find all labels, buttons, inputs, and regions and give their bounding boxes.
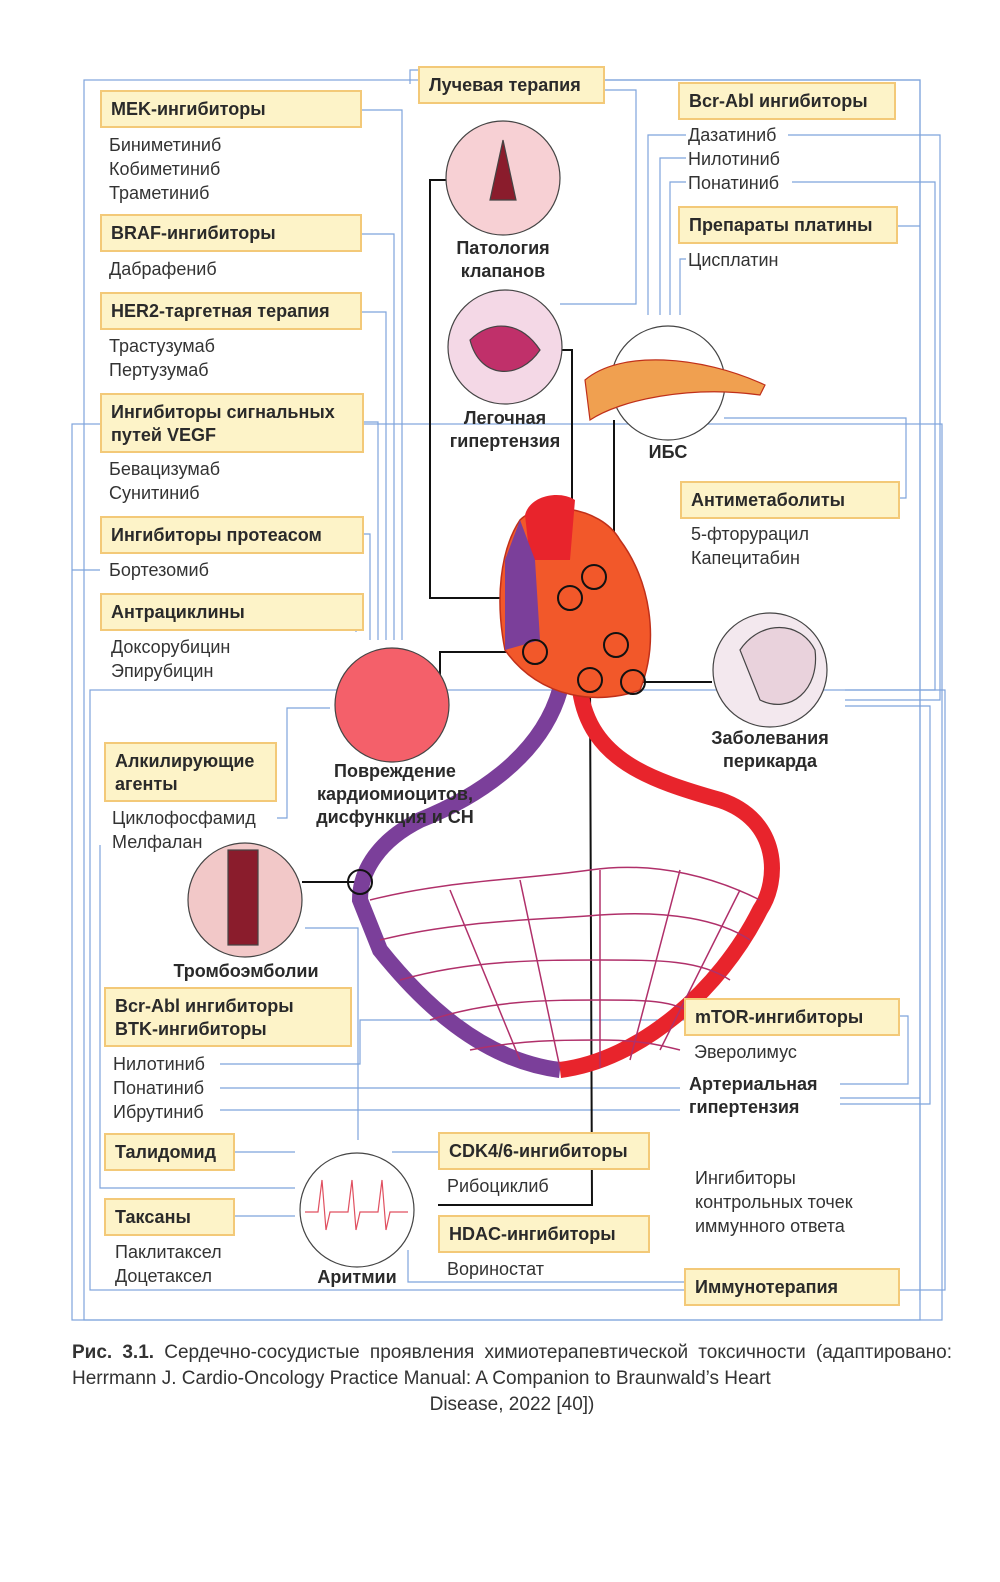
hdac-inhibitors-box: HDAC-ингибиторы bbox=[438, 1215, 650, 1253]
mtor-drug-list: Эверолимус bbox=[694, 1040, 797, 1064]
bcr-btk-inhibitors-box: Bcr-Abl ингибиторы BTK-ингибиторы bbox=[104, 987, 352, 1047]
pulmonary-hypertension-label: Легочная гипертензия bbox=[449, 408, 561, 451]
drug-item: Кобиметиниб bbox=[109, 159, 221, 179]
cardiomyocyte-illustration-icon bbox=[334, 647, 450, 763]
vegf-drug-list: Бевацизумаб Сунитиниб bbox=[109, 457, 220, 505]
drug-item: Трастузумаб bbox=[109, 336, 215, 356]
drug-item: Вориностат bbox=[447, 1259, 544, 1279]
drug-item: Мелфалан bbox=[112, 832, 203, 852]
platinum-drugs-box: Препараты платины bbox=[678, 206, 898, 244]
thromboembolism-label: Тромбоэмболии bbox=[173, 961, 319, 981]
immunotherapy-box: Иммунотерапия bbox=[684, 1268, 900, 1306]
drug-item: Биниметиниб bbox=[109, 135, 222, 155]
radiation-therapy-box: Лучевая терапия bbox=[418, 66, 605, 104]
vein-icon bbox=[351, 687, 568, 1078]
thalidomide-box: Талидомид bbox=[104, 1133, 235, 1171]
figure-caption: Рис. 3.1. Сердечно-сосудистые проявления… bbox=[72, 1340, 952, 1418]
her2-therapy-box: HER2-таргетная терапия bbox=[100, 292, 362, 330]
artery-icon bbox=[558, 688, 780, 1078]
cdk46-drug-list: Рибоциклиб bbox=[447, 1174, 549, 1198]
drug-item: Доксорубицин bbox=[111, 637, 231, 657]
drug-item: Эпирубицин bbox=[111, 661, 214, 681]
caption-text: Сердечно-сосудистые проявления химиотера… bbox=[72, 1342, 952, 1389]
drug-item: 5-фторурацил bbox=[691, 524, 809, 544]
drug-item: Дазатиниб bbox=[688, 125, 777, 145]
drug-item: Понатиниб bbox=[113, 1078, 205, 1098]
antimetabolites-box: Антиметаболиты bbox=[680, 481, 900, 519]
vegf-inhibitors-box: Ингибиторы сигнальных путей VEGF bbox=[100, 393, 364, 453]
drug-item: Ибрутиниб bbox=[113, 1102, 204, 1122]
drug-item: Нилотиниб bbox=[113, 1054, 205, 1074]
alkylating-agents-box: Алкилирующие агенты bbox=[104, 742, 277, 802]
drug-item: Нилотиниб bbox=[688, 149, 780, 169]
taxanes-drug-list: Паклитаксел Доцетаксел bbox=[115, 1240, 222, 1288]
checkpoint-inhibitors-note: Ингибиторы контрольных точек иммунного о… bbox=[695, 1168, 853, 1236]
pericardial-disease-label: Заболевания перикарда bbox=[711, 728, 829, 771]
drug-item: Траметиниб bbox=[109, 183, 210, 203]
arterial-hypertension-label: Артериальная гипертензия bbox=[689, 1074, 818, 1117]
mek-inhibitors-box: MEK-ингибиторы bbox=[100, 90, 362, 128]
drug-item: Доцетаксел bbox=[115, 1266, 212, 1286]
drug-item: Дабрафениб bbox=[109, 259, 217, 279]
drug-item: Паклитаксел bbox=[115, 1242, 222, 1262]
braf-inhibitors-box: BRAF-ингибиторы bbox=[100, 214, 362, 252]
caption-text-end: Disease, 2022 [40]) bbox=[429, 1394, 595, 1415]
drug-item: Бортезомиб bbox=[109, 560, 209, 580]
bcr-abl-inhibitors-box: Bcr-Abl ингибиторы bbox=[678, 82, 896, 120]
valve-pathology-label: Патология клапанов bbox=[456, 238, 550, 281]
drug-item: Понатиниб bbox=[688, 173, 780, 193]
connector-lines bbox=[71, 69, 946, 1321]
drug-item: Сунитиниб bbox=[109, 483, 200, 503]
braf-drug-list: Дабрафениб bbox=[109, 257, 217, 281]
ihd-label: ИБС bbox=[648, 442, 688, 462]
bcr-abl-drug-list: Дазатиниб Нилотиниб Понатиниб bbox=[688, 123, 780, 195]
caption-label: Рис. 3.1. bbox=[72, 1342, 155, 1363]
cardiomyocyte-damage-label: Повреждение кардиомиоцитов, дисфункция и… bbox=[316, 761, 474, 827]
taxanes-box: Таксаны bbox=[104, 1198, 235, 1236]
anthracyclines-drug-list: Доксорубицин Эпирубицин bbox=[111, 635, 230, 683]
drug-item: Эверолимус bbox=[694, 1042, 797, 1062]
drug-item: Рибоциклиб bbox=[447, 1176, 549, 1196]
drug-item: Бевацизумаб bbox=[109, 459, 221, 479]
drug-item: Капецитабин bbox=[691, 548, 800, 568]
mtor-inhibitors-box: mTOR-ингибиторы bbox=[684, 998, 900, 1036]
proteasome-inhibitors-box: Ингибиторы протеасом bbox=[100, 516, 364, 554]
drug-item: Пертузумаб bbox=[109, 360, 209, 380]
proteasome-drug-list: Бортезомиб bbox=[109, 558, 209, 582]
drug-item: Циклофосфамид bbox=[112, 808, 256, 828]
heart-icon bbox=[347, 495, 652, 895]
her2-drug-list: Трастузумаб Пертузумаб bbox=[109, 334, 215, 382]
cdk46-inhibitors-box: CDK4/6-ингибиторы bbox=[438, 1132, 650, 1170]
drug-item: Цисплатин bbox=[688, 250, 779, 270]
arrhythmia-label: Аритмии bbox=[317, 1267, 397, 1287]
ecg-illustration-icon bbox=[299, 1152, 415, 1268]
platinum-drug-list: Цисплатин bbox=[688, 248, 778, 272]
capillary-network-icon bbox=[369, 866, 761, 1069]
hdac-drug-list: Вориностат bbox=[447, 1257, 544, 1281]
antimetabolites-drug-list: 5-фторурацил Капецитабин bbox=[691, 522, 809, 570]
anthracyclines-box: Антрациклины bbox=[100, 593, 364, 631]
alkylating-drug-list: Циклофосфамид Мелфалан bbox=[112, 806, 256, 854]
bcr-btk-drug-list: Нилотиниб Понатиниб Ибрутиниб bbox=[113, 1052, 205, 1124]
mek-drug-list: Биниметиниб Кобиметиниб Траметиниб bbox=[109, 133, 221, 205]
